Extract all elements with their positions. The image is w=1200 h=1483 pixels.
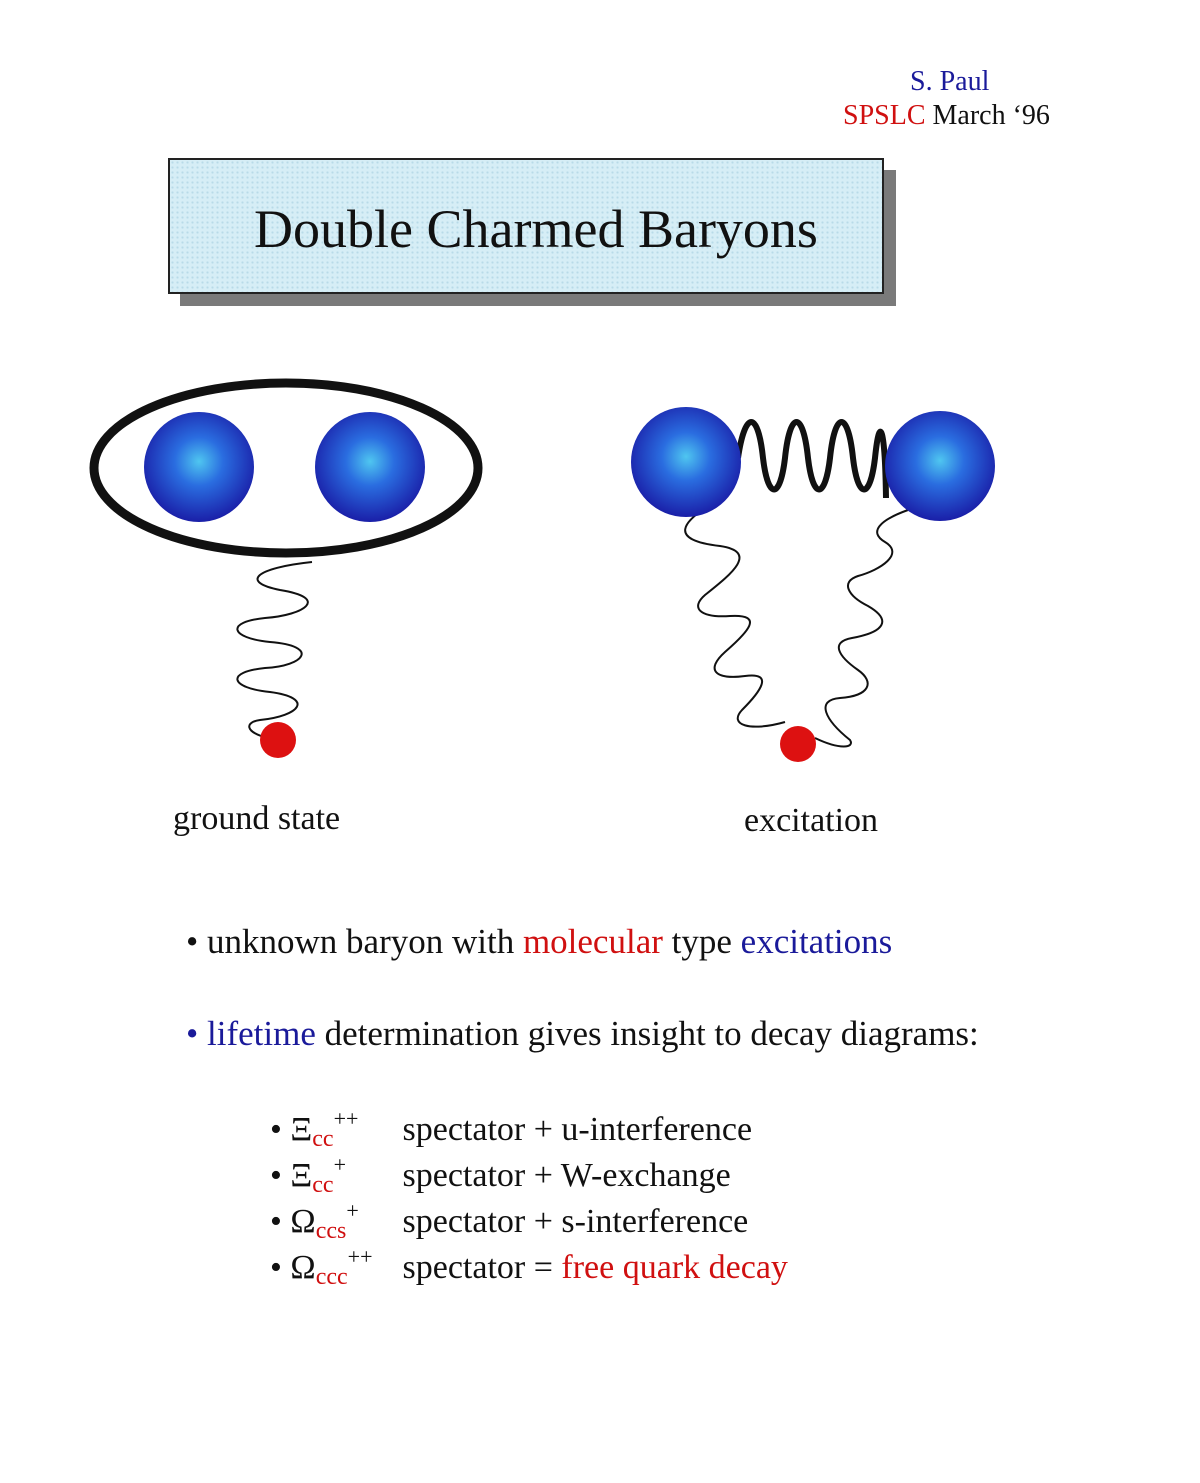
symbol-sub: cc: [312, 1126, 334, 1152]
bullet-marker: •: [186, 1014, 208, 1053]
slide-title: Double Charmed Baryons: [254, 199, 818, 259]
highlight-excitations: excitations: [740, 922, 893, 961]
heavy-quark-right: [885, 411, 995, 521]
particle-symbol: • Ωccs+: [270, 1198, 394, 1245]
highlight-molecular: molecular: [522, 922, 663, 961]
bullet-marker: •: [270, 1203, 291, 1240]
baryon-diagram: [89, 378, 995, 762]
symbol-base: Ξ: [290, 1157, 313, 1194]
symbol-sup: +: [346, 1198, 359, 1223]
ground-gluon-spring: [236, 561, 313, 739]
heavy-quark-1: [144, 412, 254, 522]
conference-line: SPSLC March ‘96: [843, 100, 1050, 132]
light-quark-excitation: [780, 726, 816, 762]
bullet-marker: •: [270, 1157, 291, 1194]
symbol-sub: ccc: [315, 1264, 348, 1290]
symbol-sup: ++: [347, 1244, 373, 1269]
author-name: S. Paul: [910, 66, 990, 97]
particle-symbol: • Ξcc++: [270, 1106, 394, 1153]
symbol-sup: ++: [333, 1106, 359, 1131]
bullet-lifetime: • lifetime determination gives insight t…: [186, 1014, 979, 1054]
symbol-sup: +: [333, 1152, 347, 1177]
highlight-lifetime: lifetime: [207, 1014, 316, 1053]
symbol-base: Ξ: [290, 1111, 313, 1148]
excitation-right-spring: [814, 509, 909, 748]
bullet-text: determination gives insight to decay dia…: [315, 1014, 979, 1053]
decay-item: • Ωccs+ spectator + s-interference: [270, 1198, 748, 1245]
symbol-base: Ω: [290, 1203, 316, 1240]
decay-text: spectator + s-interference: [402, 1203, 749, 1240]
symbol-sub: ccs: [315, 1218, 347, 1244]
excitation-left-spring: [684, 499, 786, 728]
bullet-text: type: [662, 922, 741, 961]
symbol-sub: cc: [312, 1172, 334, 1198]
ground-state-caption: ground state: [173, 800, 341, 837]
decay-text: spectator + W-exchange: [402, 1157, 731, 1194]
decay-highlight: free quark decay: [561, 1249, 788, 1286]
conference-date: March ‘96: [932, 100, 1050, 131]
decay-text: spectator + u-interference: [402, 1111, 753, 1148]
light-quark-ground: [260, 722, 296, 758]
bullet-text: • unknown baryon with: [186, 922, 523, 961]
symbol-base: Ω: [290, 1249, 316, 1286]
bullet-marker: •: [270, 1111, 291, 1148]
excitation-gluon-spring: [735, 419, 889, 499]
diquark-ellipse: [89, 378, 483, 558]
decay-item: • Ωccc++ spectator = free quark decay: [270, 1244, 788, 1291]
decay-item: • Ξcc+ spectator + W-exchange: [270, 1152, 731, 1199]
decay-text: spectator =: [402, 1249, 562, 1286]
decay-item: • Ξcc++ spectator + u-interference: [270, 1106, 752, 1153]
conference-name: SPSLC: [843, 100, 926, 131]
bullet-marker: •: [270, 1249, 291, 1286]
heavy-quark-2: [315, 412, 425, 522]
heavy-quark-left: [631, 407, 741, 517]
title-box: Double Charmed Baryons: [168, 158, 884, 294]
particle-symbol: • Ξcc+: [270, 1152, 394, 1199]
particle-symbol: • Ωccc++: [270, 1244, 394, 1291]
excitation-caption: excitation: [744, 802, 879, 839]
bullet-molecular: • unknown baryon with molecular type exc…: [186, 922, 892, 962]
